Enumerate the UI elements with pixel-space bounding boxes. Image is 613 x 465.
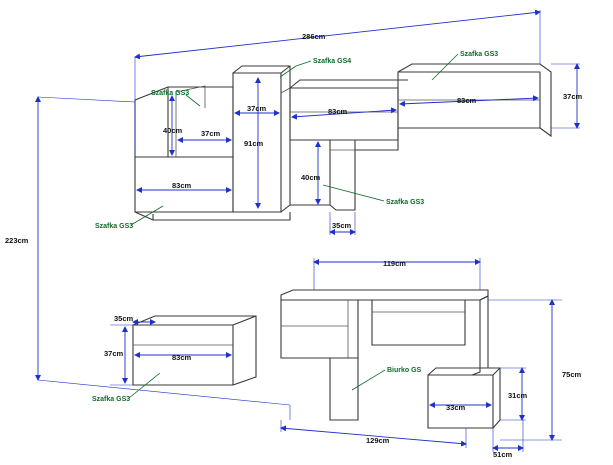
label-gs3-top-right: Szafka GS3 [460, 51, 498, 58]
dim-upper-left-lower-width: 83cm [172, 181, 192, 190]
dim-top-cabinet-height: 37cm [563, 92, 583, 101]
dim-desk-depth: 129cm [366, 436, 390, 445]
dim-pedestal-height: 31cm [508, 391, 528, 400]
desk-drawer-block [280, 300, 359, 359]
dim-top-cabinet-width: 83cm [457, 96, 477, 105]
hanging-box [290, 139, 331, 206]
dim-total-height: 223cm [5, 236, 29, 245]
component-labels: Szafka GS4 Szafka GS3 Szafka GS3 Szafka … [92, 51, 498, 403]
dim-column-upper-width: 83cm [328, 107, 348, 116]
lower-left-cabinet [132, 315, 257, 386]
dim-hanging-width: 35cm [332, 221, 352, 230]
dim-pedestal-width: 33cm [446, 403, 466, 412]
label-gs4: Szafka GS4 [313, 58, 351, 65]
dim-lower-cab-width: 83cm [172, 353, 192, 362]
dim-lower-cab-height: 37cm [104, 349, 124, 358]
dim-column-width: 37cm [247, 104, 267, 113]
upper-left-small-cabinet [168, 86, 234, 157]
dim-pedestal-depth: 51cm [493, 450, 513, 459]
dimension-texts: 286cm 223cm 37cm 83cm 83cm 37cm 91cm 40c… [5, 32, 583, 459]
label-gs3-center: Szafka GS3 [386, 199, 424, 206]
label-gs3-upper-left: Szafka GS3 [151, 90, 189, 97]
dim-hanging-height: 40cm [301, 173, 321, 182]
dim-column-height: 91cm [244, 139, 264, 148]
dim-small-height: 40cm [163, 126, 183, 135]
dim-desk-width: 119cm [383, 259, 406, 268]
dim-desk-height: 75cm [562, 370, 582, 379]
desk-leg [329, 357, 359, 421]
pedestal [427, 374, 494, 429]
label-desk: Biurko GS [387, 367, 422, 374]
label-gs3-lower-left: Szafka GS3 [95, 223, 133, 230]
dimension-lines [35, 9, 580, 452]
dim-small-width: 37cm [201, 129, 221, 138]
dim-lower-cab-depth: 35cm [114, 314, 134, 323]
desk [280, 289, 501, 429]
top-right-cabinet [397, 71, 541, 129]
label-gs3-bottom-left: Szafka GS3 [92, 396, 130, 403]
dim-total-width: 286cm [302, 32, 326, 41]
wall-unit-upper [134, 63, 552, 221]
